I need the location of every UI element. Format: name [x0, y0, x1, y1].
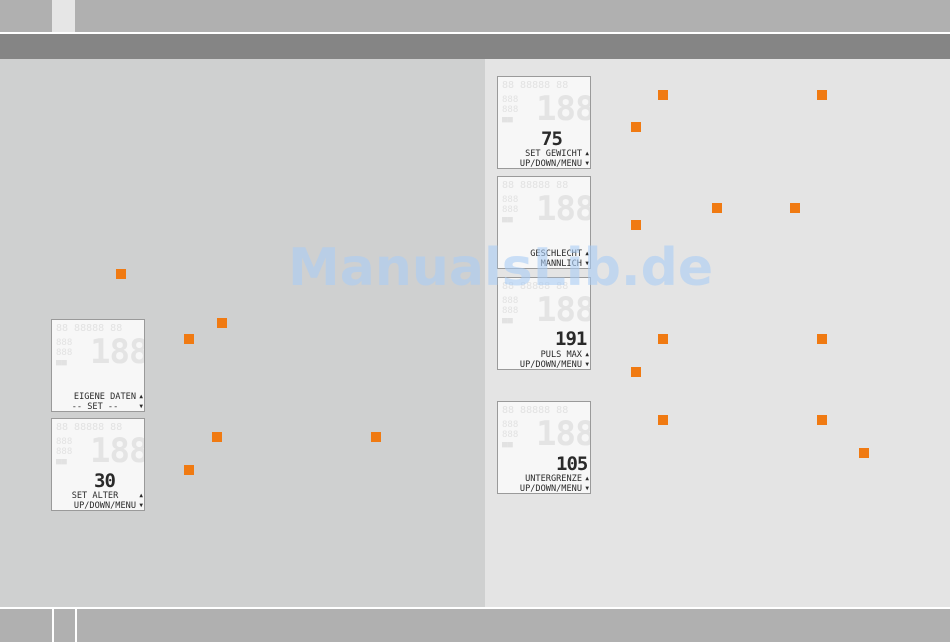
lcd-label: PULS MAX: [540, 350, 582, 360]
footer-bar: [0, 609, 950, 642]
lcd-value: 30: [94, 470, 116, 492]
up-arrow-icon: ▲: [585, 150, 589, 157]
bullet-marker: [817, 415, 827, 425]
lcd-label: GESCHLECHT: [530, 249, 582, 259]
up-arrow-icon: ▲: [585, 250, 589, 257]
top-bar: [0, 0, 950, 32]
down-arrow-icon: ▼: [139, 403, 143, 410]
bullet-marker: [631, 367, 641, 377]
lcd-label: SET GEWICHT: [525, 149, 582, 159]
bullet-marker: [658, 90, 668, 100]
lcd-segment-row: 88 88888 88: [502, 405, 569, 416]
lcd-segment-row: 88 88888 88: [56, 422, 123, 433]
lcd-segment-column: 888 888 ■■: [502, 195, 519, 225]
lcd-label: UNTERGRENZE: [525, 474, 582, 484]
bullet-marker: [712, 203, 722, 213]
lcd-segment-digits: 188: [536, 290, 591, 330]
header-band: [0, 34, 950, 59]
bullet-marker: [184, 334, 194, 344]
lcd-segment-column: 888 888 ■■: [502, 420, 519, 450]
lcd-segment-digits: 188: [536, 414, 591, 454]
lcd-segment-column: 888 888 ■■: [502, 95, 519, 125]
bullet-marker: [817, 90, 827, 100]
down-arrow-icon: ▼: [585, 260, 589, 267]
up-arrow-icon: ▲: [139, 492, 143, 499]
lcd-display-untergrenze: 88 88888 88 888 888 ■■ 188 105 UNTERGREN…: [497, 401, 591, 494]
lcd-display-set-alter: 88 88888 88 888 888 ■■ 188 30 SET ALTER …: [51, 418, 145, 511]
lcd-segment-row: 88 88888 88: [56, 323, 123, 334]
lcd-segment-row: 88 88888 88: [502, 80, 569, 91]
lcd-value: 191: [555, 328, 587, 350]
bottom-divider: [0, 607, 950, 609]
lcd-sublabel: UP/DOWN/MENU: [519, 360, 582, 370]
lcd-segment-digits: 188: [90, 431, 145, 471]
up-arrow-icon: ▲: [139, 393, 143, 400]
bullet-marker: [631, 220, 641, 230]
bullet-marker: [631, 122, 641, 132]
lcd-display-set-gewicht: 88 88888 88 888 888 ■■ 188 75 SET GEWICH…: [497, 76, 591, 169]
lcd-sublabel: -- SET --: [71, 402, 119, 412]
lcd-sublabel: MANNLICH: [540, 259, 582, 269]
footer-separator: [52, 609, 54, 642]
down-arrow-icon: ▼: [585, 485, 589, 492]
lcd-label: SET ALTER: [71, 491, 119, 501]
bullet-marker: [817, 334, 827, 344]
bullet-marker: [212, 432, 222, 442]
lcd-segment-digits: 188: [90, 332, 145, 372]
top-divider: [0, 32, 950, 34]
lcd-display-geschlecht: 88 88888 88 888 888 ■■ 188 GESCHLECHT MA…: [497, 176, 591, 269]
lcd-segment-digits: 188: [536, 189, 591, 229]
up-arrow-icon: ▲: [585, 351, 589, 358]
lcd-sublabel: UP/DOWN/MENU: [519, 484, 582, 494]
lcd-display-eigene-daten: 88 88888 88 888 888 ■■ 188 EIGENE DATEN …: [51, 319, 145, 412]
bullet-marker: [116, 269, 126, 279]
lcd-value: 75: [541, 128, 563, 150]
bullet-marker: [658, 334, 668, 344]
down-arrow-icon: ▼: [585, 160, 589, 167]
lcd-label: EIGENE DATEN: [73, 392, 136, 402]
page-tab: [52, 0, 75, 32]
watermark: ManualsLib.de: [288, 238, 714, 298]
bullet-marker: [859, 448, 869, 458]
lcd-display-puls-max: 88 88888 88 888 888 ■■ 188 191 PULS MAX …: [497, 277, 591, 370]
footer-separator: [75, 609, 77, 642]
lcd-segment-column: 888 888 ■■: [502, 296, 519, 326]
bullet-marker: [217, 318, 227, 328]
bullet-marker: [658, 415, 668, 425]
lcd-segment-digits: 188: [536, 89, 591, 129]
bullet-marker: [790, 203, 800, 213]
bullet-marker: [371, 432, 381, 442]
bullet-marker: [184, 465, 194, 475]
lcd-segment-row: 88 88888 88: [502, 180, 569, 191]
down-arrow-icon: ▼: [139, 502, 143, 509]
down-arrow-icon: ▼: [585, 361, 589, 368]
up-arrow-icon: ▲: [585, 475, 589, 482]
lcd-segment-column: 888 888 ■■: [56, 437, 73, 467]
lcd-value: 105: [556, 453, 588, 475]
lcd-sublabel: UP/DOWN/MENU: [73, 501, 136, 511]
lcd-segment-row: 88 88888 88: [502, 281, 569, 292]
lcd-sublabel: UP/DOWN/MENU: [519, 159, 582, 169]
lcd-segment-column: 888 888 ■■: [56, 338, 73, 368]
